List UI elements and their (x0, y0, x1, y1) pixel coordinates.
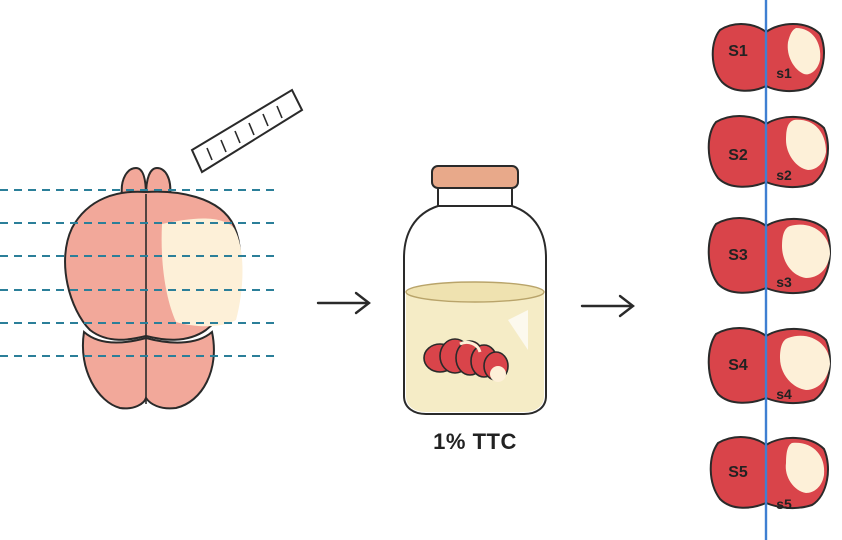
coronal-slice (707, 115, 829, 189)
slice-label-big: S3 (728, 247, 748, 264)
slice-label-big: S4 (728, 357, 748, 374)
blade-icon (190, 88, 304, 174)
reagent-label: 1% TTC (433, 429, 517, 454)
slice-label-small: s3 (776, 274, 792, 290)
coronal-slice (709, 436, 829, 510)
slice-label-small: s2 (776, 167, 792, 183)
slice-label-small: s5 (776, 496, 792, 512)
arrow-right-icon (580, 294, 635, 318)
olfactory-bulb-right (144, 166, 172, 197)
slice-label-small: s4 (776, 386, 792, 402)
coronal-slice (707, 217, 831, 295)
arrow-right-icon (316, 291, 371, 315)
infarct-region (161, 218, 243, 327)
cerebellum (81, 330, 215, 410)
coronal-slice (707, 327, 831, 405)
slice-label-big: S2 (728, 147, 748, 164)
slice-label-big: S5 (728, 464, 748, 481)
jar-icon (403, 165, 547, 415)
slice-label-big: S1 (728, 43, 748, 60)
jar-cap (431, 165, 519, 189)
slice-label-small: s1 (776, 65, 792, 81)
brain-dorsal-view (0, 166, 280, 410)
cut-lines (0, 189, 280, 357)
coronal-slices: S1 s1 S2 s2 S3 s3 S4 s4 S5 s5 (707, 0, 831, 540)
brain-slices-in-jar (423, 338, 509, 382)
